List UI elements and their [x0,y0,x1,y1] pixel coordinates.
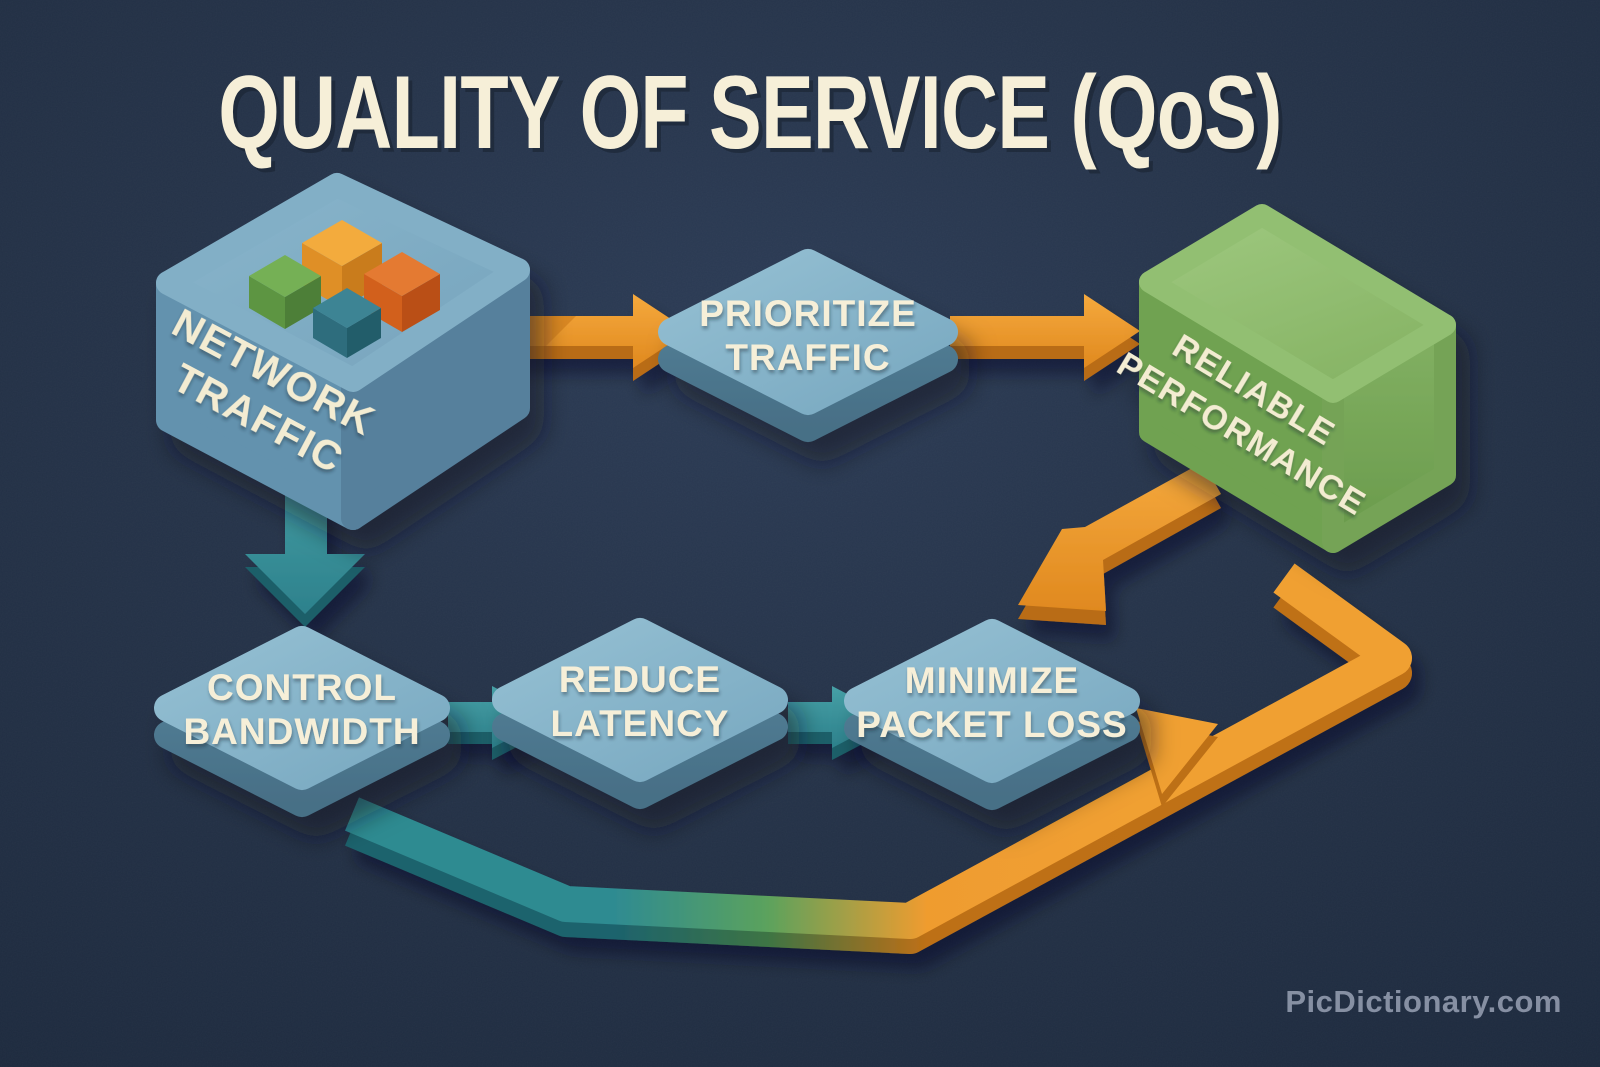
prioritize-traffic-label-line2: TRAFFIC [725,337,890,378]
control-bandwidth-label-line1: CONTROL [207,667,397,708]
teal-packet-cube [313,288,381,358]
feedback-loop-arrowhead [1136,708,1218,794]
page-title-text: QUALITY OF SERVICE (QoS) [218,53,1281,170]
feedback-loop-arrow [345,563,1412,954]
prioritize-traffic-node: PRIORITIZE TRAFFIC [658,249,958,442]
reduce-latency-label-line1: REDUCE [559,659,721,700]
control-bandwidth-top [154,626,450,790]
reliable-performance-node: RELIABLE PERFORMANCE [1110,204,1456,553]
green-packet-cube [249,255,321,329]
arrow-reduce-to-minimize [788,686,891,760]
watermark: PicDictionary.com [1285,984,1562,1019]
prioritize-traffic-top [658,249,958,415]
reduce-latency-label-line2: LATENCY [551,703,730,744]
reduce-latency-node: REDUCE LATENCY [492,618,788,809]
minimize-packet-loss-label-line2: PACKET LOSS [856,704,1127,745]
minimize-packet-loss-top [844,619,1140,783]
arrow-prioritize-to-reliable [950,294,1140,381]
control-bandwidth-node: CONTROL BANDWIDTH [154,626,450,817]
arrow-prioritize-to-reliable-face [950,294,1140,368]
feedback-loop-band [345,563,1412,939]
prioritize-traffic-label-line1: PRIORITIZE [699,293,917,334]
arrow-network-to-control [245,462,365,627]
performance-feedback-arrow-face [1018,462,1221,611]
minimize-packet-loss-node: MINIMIZE PACKET LOSS [844,619,1140,810]
network-traffic-node: NETWORK TRAFFIC [156,173,530,530]
control-bandwidth-label-line2: BANDWIDTH [183,711,420,752]
arrow-network-to-control-face [245,462,365,614]
reliable-box-top-face [1139,204,1456,403]
arrow-reduce-to-minimize-face [788,686,891,748]
reduce-latency-top [492,618,788,782]
minimize-packet-loss-label-line1: MINIMIZE [905,660,1079,701]
arrow-network-to-prioritize-face [505,294,689,368]
orange-packet-cube [364,252,440,332]
page-title-shadow: QUALITY OF SERVICE (QoS) [222,57,1285,174]
performance-feedback-arrow [1018,462,1221,625]
page-title: QUALITY OF SERVICE (QoS) QUALITY OF SERV… [218,53,1286,174]
